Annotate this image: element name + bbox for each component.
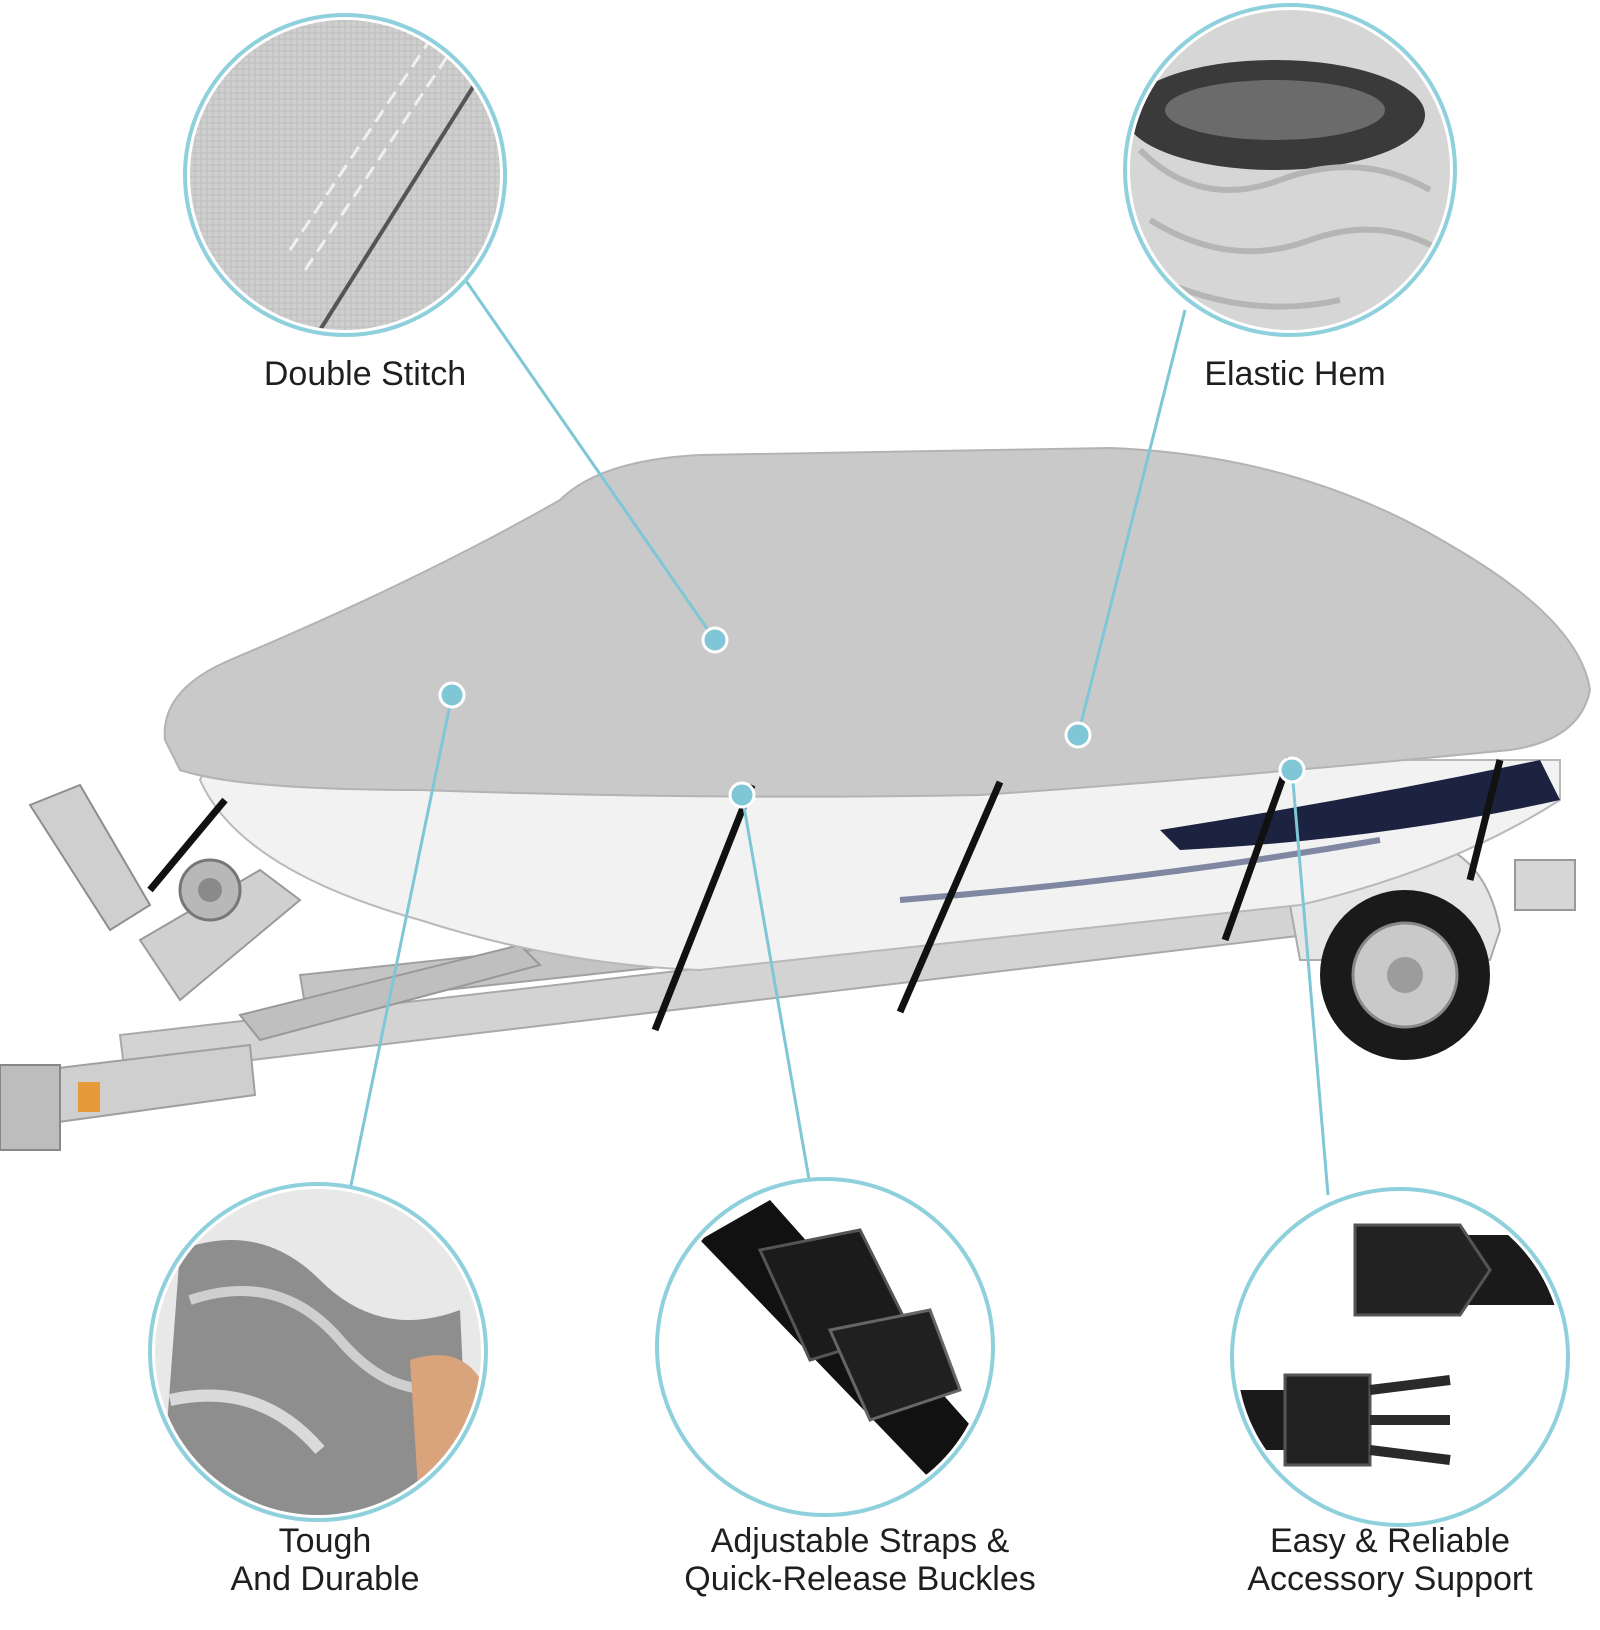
reflector-icon <box>78 1082 100 1112</box>
label-tough-line1: Tough <box>278 1522 372 1560</box>
strap-3 <box>1221 756 1294 942</box>
label-elastic-hem: Elastic Hem <box>1145 355 1445 393</box>
buckle-strap-icon <box>700 1200 988 1510</box>
leader-easy <box>1290 769 1330 1196</box>
silver-fabric-icon <box>155 1189 481 1515</box>
tie-down-straps <box>147 756 1504 1032</box>
label-tough-line2: And Durable <box>230 1560 420 1598</box>
callout-straps <box>655 1177 995 1517</box>
label-easy-reliable: Easy & Reliable Accessory Support <box>1200 1522 1580 1598</box>
dot-elastic-hem <box>1064 721 1092 749</box>
dot-tough <box>438 681 466 709</box>
label-straps-line2: Quick-Release Buckles <box>684 1560 1036 1598</box>
boat-hull <box>198 759 1561 972</box>
leader-double-stitch <box>453 264 717 641</box>
callout-easy <box>1230 1187 1570 1527</box>
strap-1 <box>651 783 756 1032</box>
strap-2 <box>896 780 1004 1014</box>
leader-straps <box>740 794 812 1186</box>
callout-double-stitch <box>183 13 507 337</box>
leader-elastic-hem <box>1076 309 1187 736</box>
label-elastic-hem-text: Elastic Hem <box>1204 355 1386 393</box>
stitch-fabric-icon <box>190 20 500 330</box>
label-straps-line1: Adjustable Straps & <box>710 1522 1010 1560</box>
label-easy-line2: Accessory Support <box>1247 1560 1533 1598</box>
strap-4 <box>1466 759 1504 881</box>
elastic-hem-icon <box>1130 10 1450 330</box>
trailer-tongue <box>0 1043 257 1132</box>
dot-straps <box>728 781 756 809</box>
callout-lines <box>348 264 1330 1196</box>
label-double-stitch-text: Double Stitch <box>263 355 467 393</box>
open-buckle-icon <box>1237 1223 1563 1467</box>
callout-dots <box>438 626 1306 809</box>
label-tough-durable: Tough And Durable <box>160 1522 490 1598</box>
callout-tough <box>148 1182 488 1522</box>
callout-elastic-hem <box>1123 3 1457 337</box>
boat-cover <box>163 446 1592 798</box>
dot-double-stitch <box>701 626 729 654</box>
hull-stripe <box>1160 760 1560 850</box>
trailer-coupler <box>0 1064 61 1151</box>
label-straps-buckles: Adjustable Straps & Quick-Release Buckle… <box>620 1522 1100 1598</box>
dot-easy <box>1278 756 1306 784</box>
label-easy-line1: Easy & Reliable <box>1269 1522 1510 1560</box>
label-double-stitch: Double Stitch <box>215 355 515 393</box>
leader-tough <box>348 694 454 1191</box>
